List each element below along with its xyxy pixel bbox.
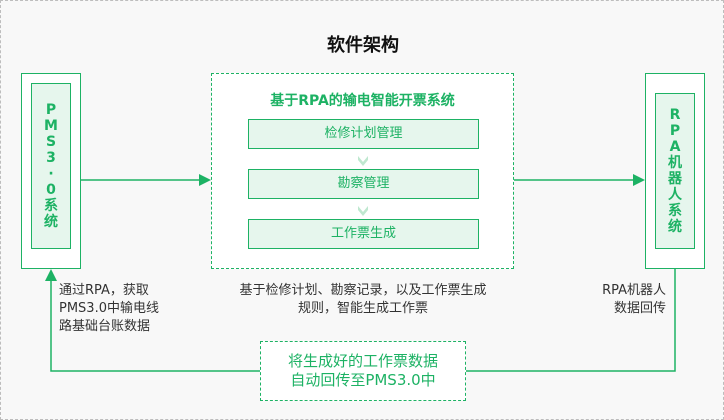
pms-system-char: 系: [44, 198, 58, 214]
caption-center: 基于检修计划、勘察记录，以及工作票生成 规则，智能生成工作票: [213, 282, 513, 318]
pms-system-char: 统: [44, 214, 58, 230]
caption-center-line: 基于检修计划、勘察记录，以及工作票生成: [239, 283, 487, 298]
caption-right-line: 数据回传: [613, 301, 666, 316]
caption-right: RPA机器人 数据回传: [566, 282, 666, 318]
rpa-robot-char: 人: [668, 187, 682, 203]
return-line-right: [466, 269, 676, 372]
caption-left-line: PMS3.0中输电线: [59, 301, 159, 316]
pms-system-box: P M S 3 · 0 系 统: [31, 83, 71, 249]
caption-center-line: 规则，智能生成工作票: [297, 301, 428, 316]
arrow-left-to-center-head: [199, 174, 211, 186]
diagram-title: 软件架构: [327, 35, 399, 56]
pms-system-char: 0: [46, 182, 56, 198]
module-maintenance-plan: 检修计划管理: [248, 119, 479, 149]
module-survey-management: 勘察管理: [248, 169, 479, 199]
pms-system-char: P: [45, 102, 57, 118]
pms-system-char: ·: [48, 166, 54, 182]
arrow-center-to-right-head: [633, 174, 645, 186]
return-line-left: [50, 281, 260, 372]
rpa-robot-char: 系: [668, 203, 682, 219]
pms-system-char: M: [44, 118, 58, 134]
data-return-line: 自动回传至PMS3.0中: [290, 371, 436, 389]
rpa-robot-char: 统: [668, 219, 682, 235]
center-system-title: 基于RPA的输电智能开票系统: [270, 93, 455, 109]
caption-left: 通过RPA，获取 PMS3.0中输电线 路基础台账数据: [59, 282, 159, 336]
rpa-robot-char: A: [669, 139, 681, 155]
arrow-up-to-left-head: [45, 269, 57, 281]
rpa-robot-char: 器: [668, 171, 682, 187]
rpa-robot-box: R P A 机 器 人 系 统: [655, 93, 695, 249]
caption-left-line: 通过RPA，获取: [59, 283, 149, 298]
module-work-ticket-generation: 工作票生成: [248, 219, 479, 249]
data-return-box: 将生成好的工作票数据 自动回传至PMS3.0中: [260, 341, 466, 401]
data-return-line: 将生成好的工作票数据: [287, 352, 438, 370]
pms-system-char: 3: [46, 150, 56, 166]
rpa-robot-char: 机: [668, 155, 682, 171]
rpa-robot-char: P: [669, 123, 681, 139]
chevron-down-icon: [358, 206, 368, 216]
rpa-invoice-system-box: 基于RPA的输电智能开票系统 检修计划管理 勘察管理 工作票生成: [211, 73, 514, 269]
pms-system-char: S: [45, 134, 57, 150]
rpa-robot-char: R: [669, 107, 681, 123]
caption-left-line: 路基础台账数据: [59, 319, 151, 334]
caption-right-line: RPA机器人: [602, 283, 666, 298]
chevron-down-icon: [358, 156, 368, 166]
